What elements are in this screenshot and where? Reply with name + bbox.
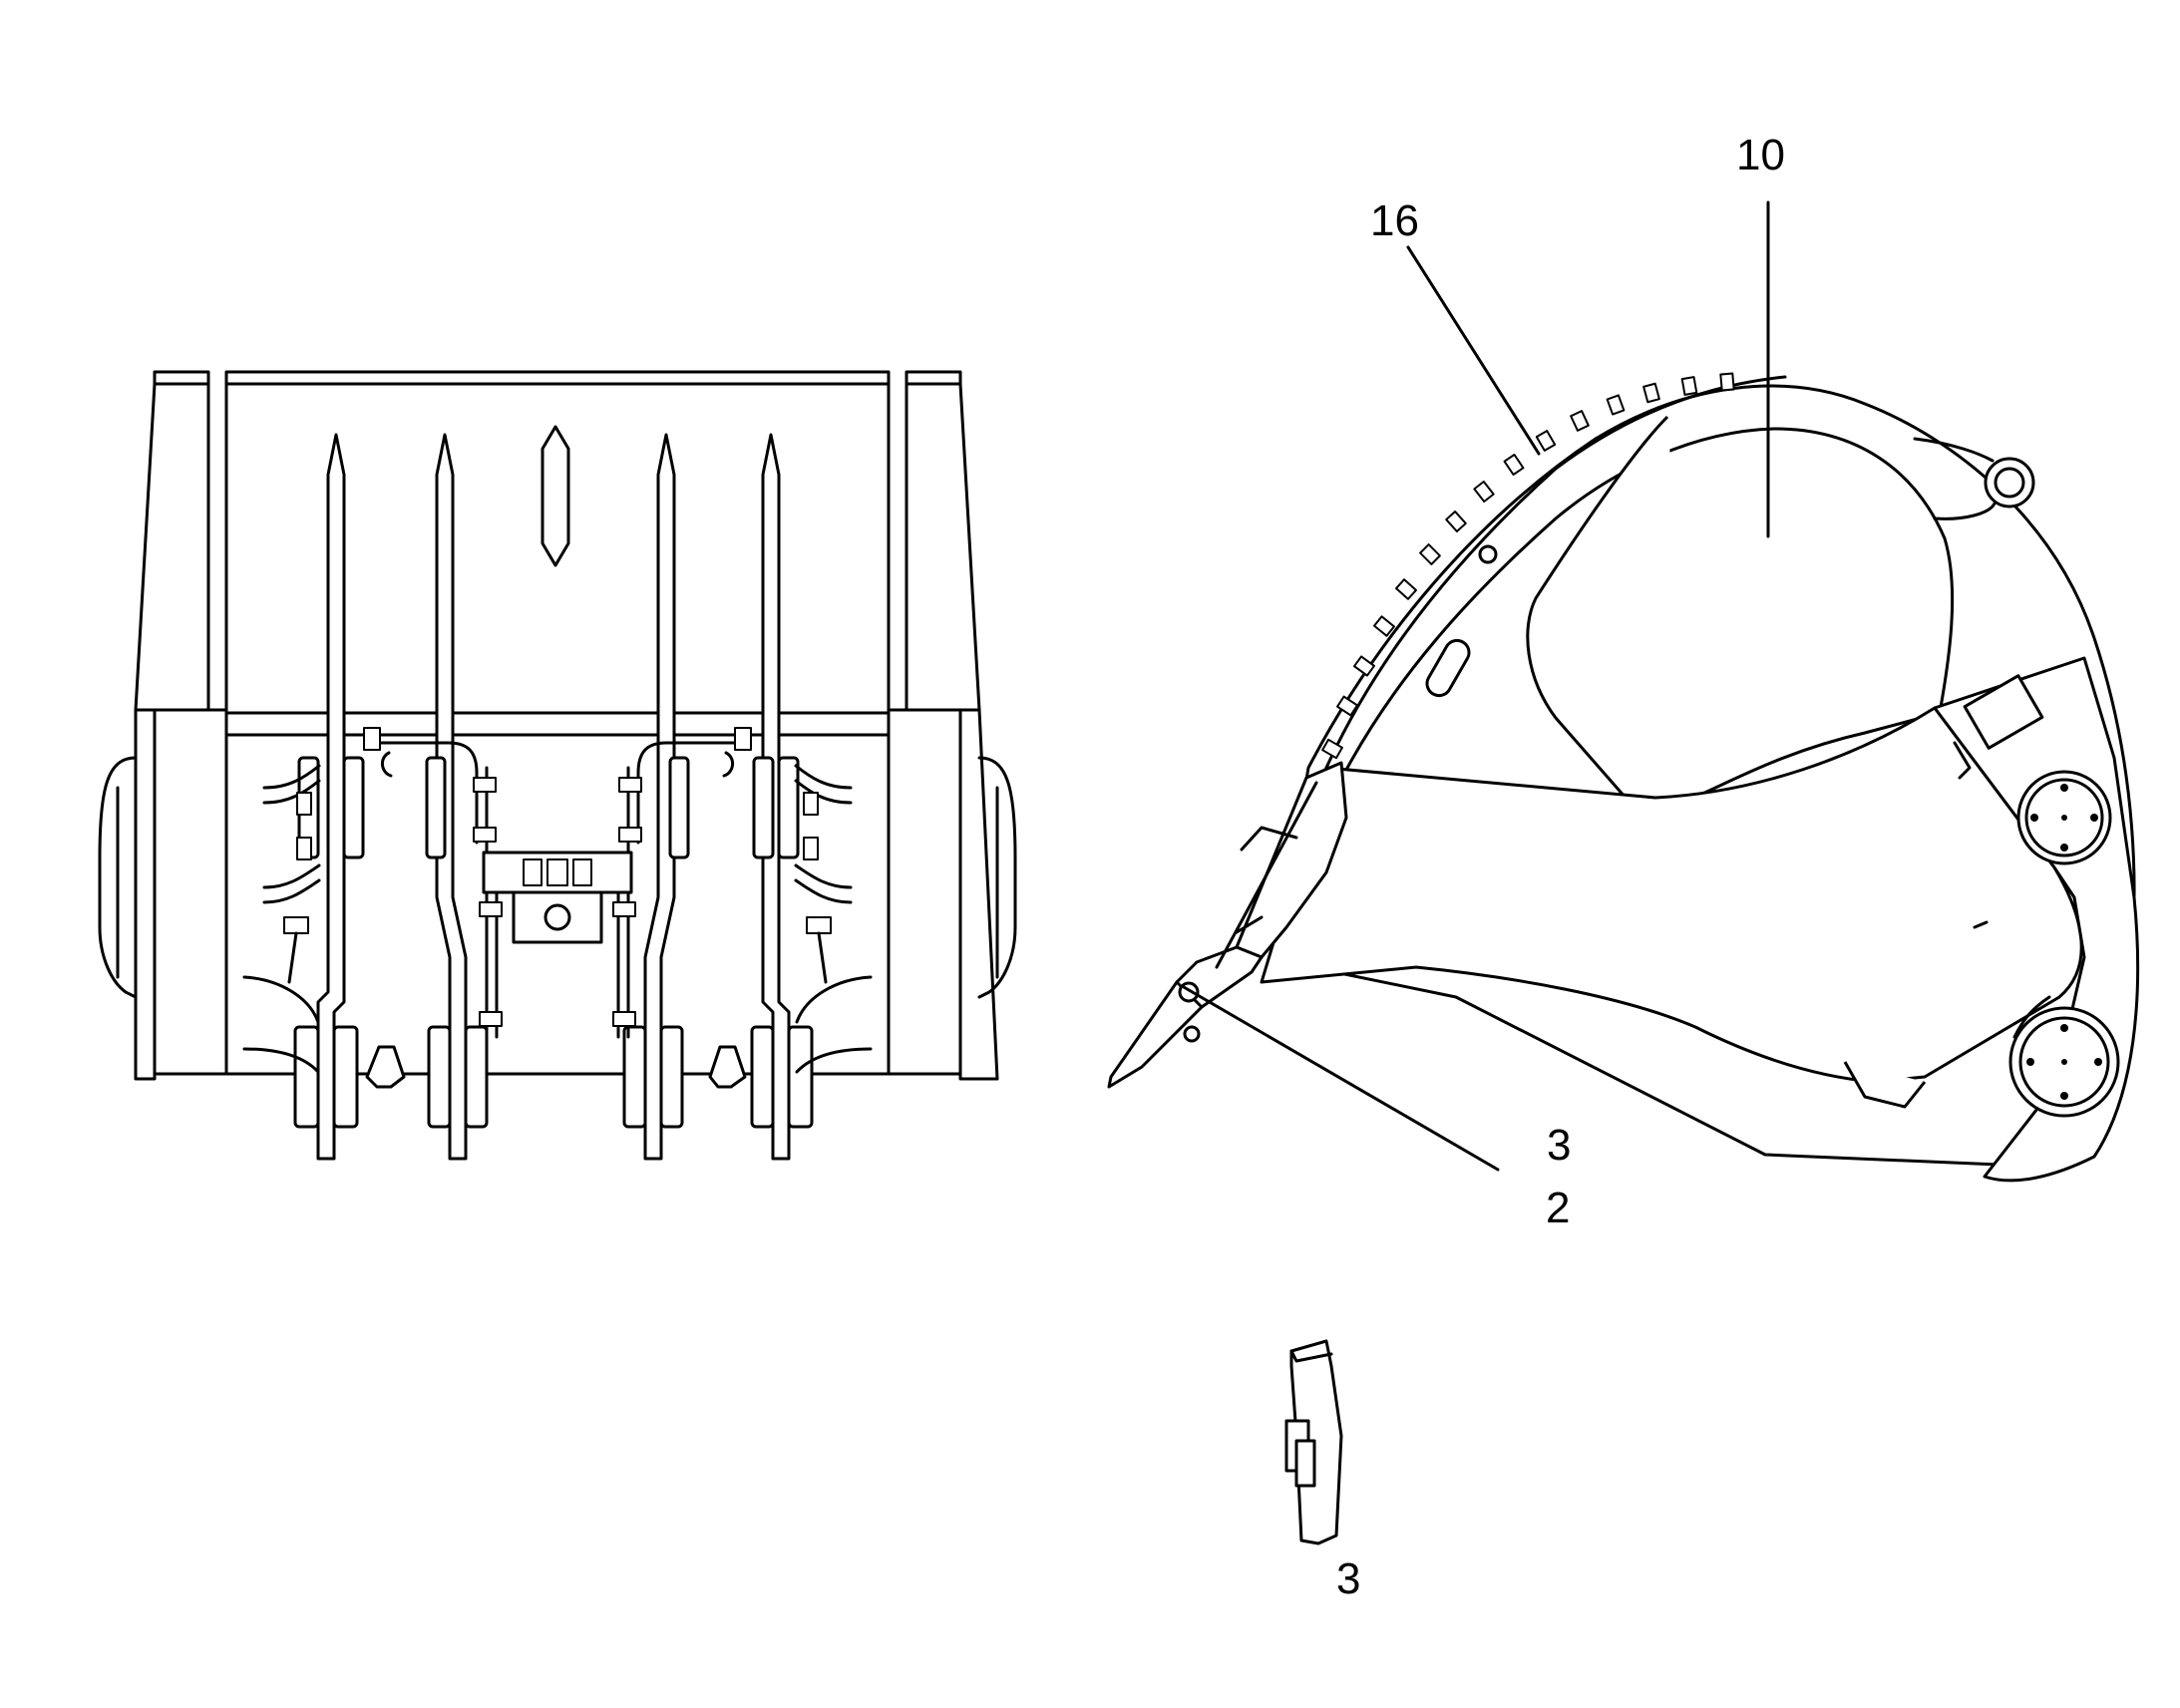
tooth-detail	[1284, 1339, 1343, 1545]
bucket-side-view	[1107, 372, 2140, 1183]
callout-3-lower: 3	[1336, 1554, 1361, 1603]
bucket-front-view	[98, 370, 1017, 1161]
callout-3-upper: 3	[1547, 1121, 1572, 1170]
leader-16	[1406, 245, 1541, 456]
callout-2: 2	[1546, 1184, 1571, 1232]
callout-16: 16	[1370, 196, 1419, 245]
leader-3-2	[1182, 985, 1500, 1172]
callout-10: 10	[1736, 131, 1785, 179]
leader-lines	[1182, 200, 1770, 1172]
